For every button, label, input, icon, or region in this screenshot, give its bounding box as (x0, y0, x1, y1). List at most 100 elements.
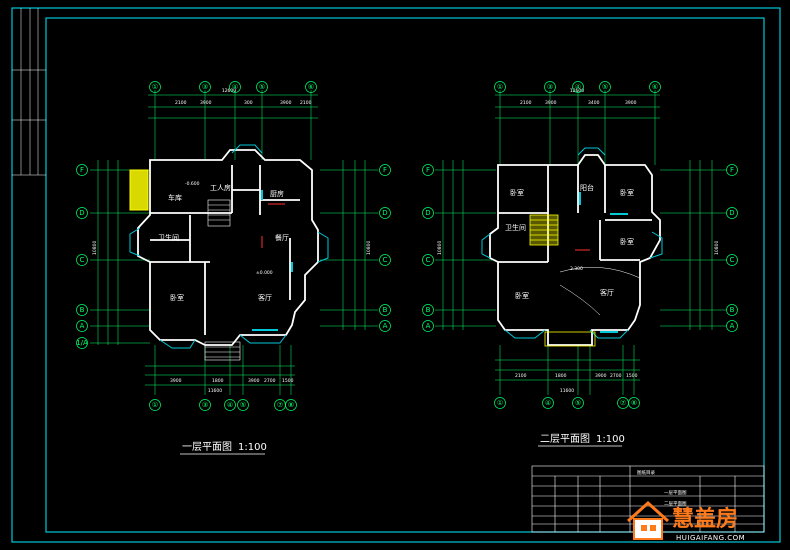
grid-axis-left-bubble (76, 320, 88, 332)
grid-axis-right-bubble (379, 304, 391, 316)
grid-axis-right-bubble (726, 320, 738, 332)
plan1-dim-total: 10800 (92, 241, 98, 255)
title-block-header: 图纸目录 (637, 469, 655, 476)
grid-axis-left-label: A (80, 322, 85, 330)
plan2-dim-part: 1500 (626, 373, 638, 379)
grid-axis-top-label: ① (152, 83, 158, 91)
plan1-room-label: 车库 (168, 193, 182, 202)
plan2-left-dimensions (435, 160, 496, 330)
grid-axis-right-label: A (730, 322, 735, 330)
title-block-sheet-name: 一层平面图 (664, 490, 687, 496)
watermark-url: HUIGAIFANG.COM (676, 534, 745, 542)
plan1-dim-part: 3900 (248, 378, 260, 384)
plan1-bay-windows (129, 144, 329, 349)
plan1-level-label: ±0.000 (256, 270, 273, 276)
revision-strip (12, 8, 46, 176)
grid-axis-top-bubble (256, 81, 268, 93)
grid-axis-right-bubble (726, 304, 738, 316)
grid-axis-top-bubble (199, 81, 211, 93)
plan2-balcony (544, 331, 596, 347)
grid-axis-top-bubble (149, 81, 161, 93)
plan2-room-label: 阳台 (580, 183, 594, 192)
plan2-title: 二层平面图 (540, 433, 590, 445)
plan1-dim-part: 3900 (170, 378, 182, 384)
grid-axis-right-label: D (729, 209, 734, 217)
grid-axis-right-label: C (383, 256, 388, 264)
plan1-bottom-dimensions (145, 345, 295, 395)
plan2-right-dimensions (660, 160, 726, 330)
plan1-dim-part: 2700 (264, 378, 276, 384)
grid-axis-top-bubble (229, 81, 241, 93)
plan2-dim-part: 3900 (625, 100, 637, 106)
plan2-dim-total: 10800 (714, 241, 720, 255)
grid-axis-bottom-label: ⑤ (575, 399, 581, 407)
grid-axis-bottom-label: ⑧ (631, 399, 637, 407)
plan1-level-label: -0.600 (185, 181, 200, 187)
plan2-windows (579, 192, 628, 333)
title-block (531, 465, 765, 533)
title-block-sheet-name: 二层平面图 (664, 501, 687, 507)
grid-axis-right-label: D (382, 209, 387, 217)
grid-axis-right-label: B (730, 306, 735, 314)
plan1-dim-total: 10800 (366, 241, 372, 255)
grid-axis-left-label: 1/A (76, 339, 88, 347)
grid-axis-bottom-label: ⑦ (620, 399, 626, 407)
plan1-windows (252, 190, 293, 331)
plan2-room-label: 卫生间 (505, 223, 526, 232)
plan1-entrance-steps (204, 341, 241, 361)
grid-axis-left-label: B (80, 306, 85, 314)
house-logo-icon (626, 500, 670, 540)
plan1-left-dimensions (90, 160, 150, 345)
second-floor-plan (435, 90, 726, 395)
grid-axis-left-bubble (76, 254, 88, 266)
grid-axis-top-bubble (494, 81, 506, 93)
grid-axis-top-bubble (599, 81, 611, 93)
plan2-room-label: 卧室 (510, 188, 524, 197)
grid-axis-left-label: F (80, 166, 84, 174)
plan2-walls (489, 154, 661, 346)
grid-axis-left-bubble (422, 207, 434, 219)
grid-axis-bottom-bubble (542, 397, 554, 409)
grid-axis-left-bubble (76, 164, 88, 176)
plan1-room-label: 工人房 (210, 183, 231, 192)
title-block-labels: 图纸目录 一层平面图 二层平面图 (637, 469, 687, 507)
plan2-dim-part: 2700 (610, 373, 622, 379)
grid-axis-top-label: ⑥ (652, 83, 658, 91)
plan2-interior-stair (529, 214, 559, 246)
watermark-brand: 慧盖房 (672, 506, 738, 532)
grid-axis-bottom-bubble (285, 399, 297, 411)
grid-axis-left-label: C (80, 256, 85, 264)
grid-axis-top-label: ⑤ (259, 83, 265, 91)
grid-axis-bottom-bubble (224, 399, 236, 411)
plan1-walls (137, 149, 319, 346)
grid-axis-bottom-bubble (149, 399, 161, 411)
plan2-top-dimensions (495, 90, 660, 165)
plan1-right-dimensions (320, 160, 378, 330)
plan2-bottom-dimensions (495, 345, 640, 395)
plan2-dim-total: 10800 (437, 241, 443, 255)
grid-axis-bottom-label: ① (497, 399, 503, 407)
plan1-dim-part: 2100 (300, 100, 312, 106)
grid-axis-left-label: A (426, 322, 431, 330)
grid-axis-top-label: ④ (232, 83, 238, 91)
grid-axis-right-bubble (379, 254, 391, 266)
grid-axis-left-bubble (422, 164, 434, 176)
watermark: 慧盖房 HUIGAIFANG.COM (626, 500, 745, 542)
grid-axis-top-label: ③ (202, 83, 208, 91)
plan1-dim-part: 300 (244, 100, 253, 106)
grid-axis-right-bubble (726, 164, 738, 176)
plan2-level-label: 3.300 (570, 266, 583, 272)
grid-axis-right-bubble (379, 207, 391, 219)
drawing-outer-frame (11, 7, 781, 543)
grid-axis-right-label: B (383, 306, 388, 314)
grid-axis-top-label: ④ (575, 83, 581, 91)
grid-axis-bottom-label: ④ (227, 401, 233, 409)
plan1-labels: 工人房 餐厅 车库 卫生间 厨房 卧室 客厅 -0.600 ±0.000 126… (92, 88, 372, 455)
plan1-exterior-stair (129, 169, 149, 211)
grid-axis-left-bubble (422, 304, 434, 316)
plan2-room-label: 卧室 (620, 237, 634, 246)
grid-axis-top-label: ⑤ (602, 83, 608, 91)
plan1-title: 一层平面图 (182, 441, 232, 453)
